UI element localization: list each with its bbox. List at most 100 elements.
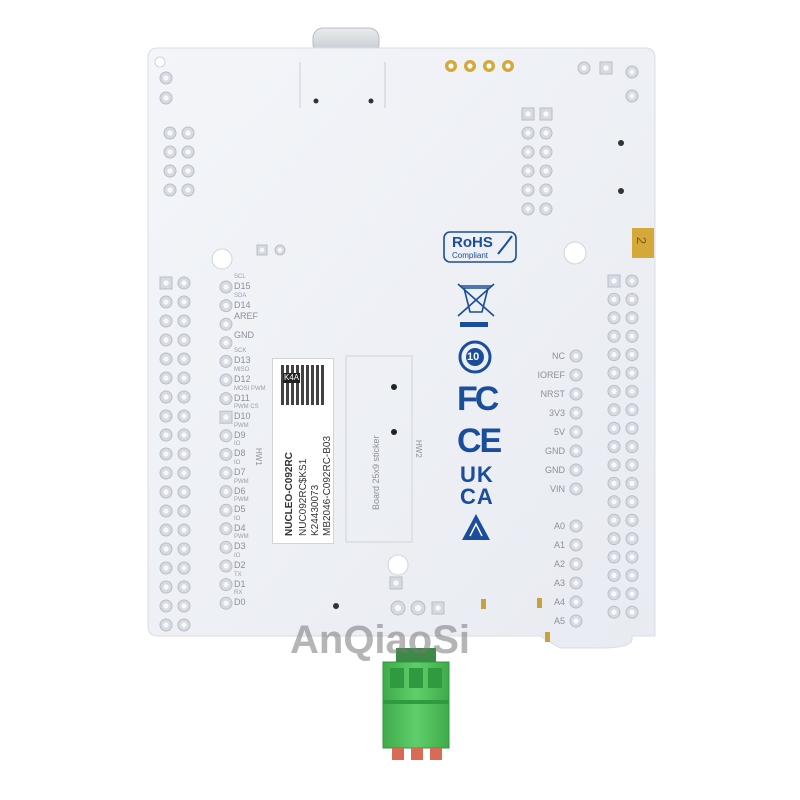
- pad-hole: [163, 527, 169, 533]
- left-pin-name: D6: [234, 485, 246, 496]
- right-pin-label: IOREF: [537, 370, 565, 380]
- right-pin-label: NC: [552, 351, 565, 361]
- pad-hole: [223, 600, 229, 606]
- pad-hole: [167, 130, 173, 136]
- pad-hole: [611, 480, 617, 487]
- pad-hole: [611, 425, 617, 431]
- pad-hole: [181, 470, 187, 476]
- left-pin-function: PWM: [234, 478, 249, 485]
- pad-hole: [543, 130, 549, 136]
- rohs-subtext: Compliant: [452, 251, 489, 260]
- pad-hole: [181, 356, 187, 362]
- pad-hole: [163, 565, 169, 571]
- pad-hole: [611, 462, 617, 468]
- pad-hole: [611, 351, 617, 358]
- pad-hole: [223, 358, 229, 365]
- right-pin-label: 5V: [553, 427, 565, 437]
- pad-hole: [223, 507, 229, 513]
- qr-label: K4A: [283, 373, 301, 383]
- pad-hole: [525, 149, 531, 155]
- right-pin-label: A2: [553, 559, 565, 569]
- pad-hole: [163, 394, 169, 400]
- left-pin-function: PWM: [234, 422, 249, 429]
- via: [391, 384, 397, 390]
- product-sticker: K4A: [272, 358, 334, 544]
- right-pin-label: A3: [553, 578, 565, 588]
- pad-hole: [611, 591, 617, 597]
- left-pin-name: D10: [234, 411, 251, 422]
- fcc-mark: FC: [457, 380, 499, 418]
- eco-years-text: 10: [467, 351, 480, 363]
- left-pin-label: AREF: [234, 311, 258, 321]
- pad-hole: [185, 168, 191, 174]
- pad-hole: [181, 622, 187, 628]
- pad-hole: [277, 247, 283, 253]
- pad-hole: [525, 206, 531, 212]
- pad-hole: [223, 302, 229, 309]
- left-pin-name: D1: [234, 578, 246, 589]
- ukca-mark-top: UK: [460, 462, 494, 487]
- pad-hole: [629, 315, 635, 321]
- via: [313, 98, 319, 104]
- pad-hole: [543, 187, 549, 193]
- via: [391, 429, 397, 435]
- pad-hole: [259, 247, 265, 253]
- corner-marker-label: 2: [634, 236, 650, 245]
- gold-pad-row: [445, 60, 514, 72]
- pad-hole: [163, 280, 169, 286]
- pad-hole: [181, 375, 187, 381]
- pad-hole: [611, 333, 617, 339]
- pad-hole: [629, 407, 635, 413]
- pad-hole: [163, 546, 169, 552]
- pad-hole: [163, 584, 169, 590]
- pad-hole: [525, 111, 531, 117]
- left-pin-function: IO: [234, 460, 241, 466]
- left-pin-name: AREF: [234, 311, 259, 322]
- pad-hole: [163, 603, 169, 609]
- left-pin-function: SCK: [234, 348, 247, 355]
- sticker-area-text: Board 25x9 sticker: [371, 435, 381, 510]
- pad-hole: [223, 563, 229, 569]
- green-terminal-block: [382, 648, 450, 760]
- pad-hole: [543, 111, 549, 117]
- pad-hole: [223, 544, 229, 551]
- pad-groups: [159, 61, 639, 632]
- pad-hole: [163, 489, 169, 495]
- pad-hole: [573, 580, 579, 586]
- left-pin-name: D13: [234, 355, 251, 366]
- via: [368, 98, 374, 104]
- pad-hole: [435, 605, 441, 611]
- weee-bin-icon: [457, 283, 495, 317]
- pad-hole: [611, 278, 617, 284]
- rohs-text: RoHS: [452, 234, 493, 251]
- pad-hole: [163, 356, 169, 362]
- pad-hole: [163, 413, 169, 419]
- pad-hole: [486, 63, 492, 69]
- pad-hole: [223, 284, 229, 290]
- sticker-line: NUCLEO-C092RC: [284, 452, 295, 536]
- pad-hole: [629, 351, 635, 358]
- pad-hole: [185, 130, 191, 136]
- pad-hole: [525, 168, 531, 174]
- pad-hole: [629, 296, 635, 303]
- hw2-label: HW2: [414, 440, 423, 458]
- pad-hole: [223, 488, 229, 495]
- pad-hole: [573, 618, 579, 624]
- pad-hole: [181, 280, 187, 286]
- left-pin-function: RX: [234, 590, 243, 597]
- pad-hole: [611, 609, 617, 615]
- pad-hole: [573, 561, 579, 567]
